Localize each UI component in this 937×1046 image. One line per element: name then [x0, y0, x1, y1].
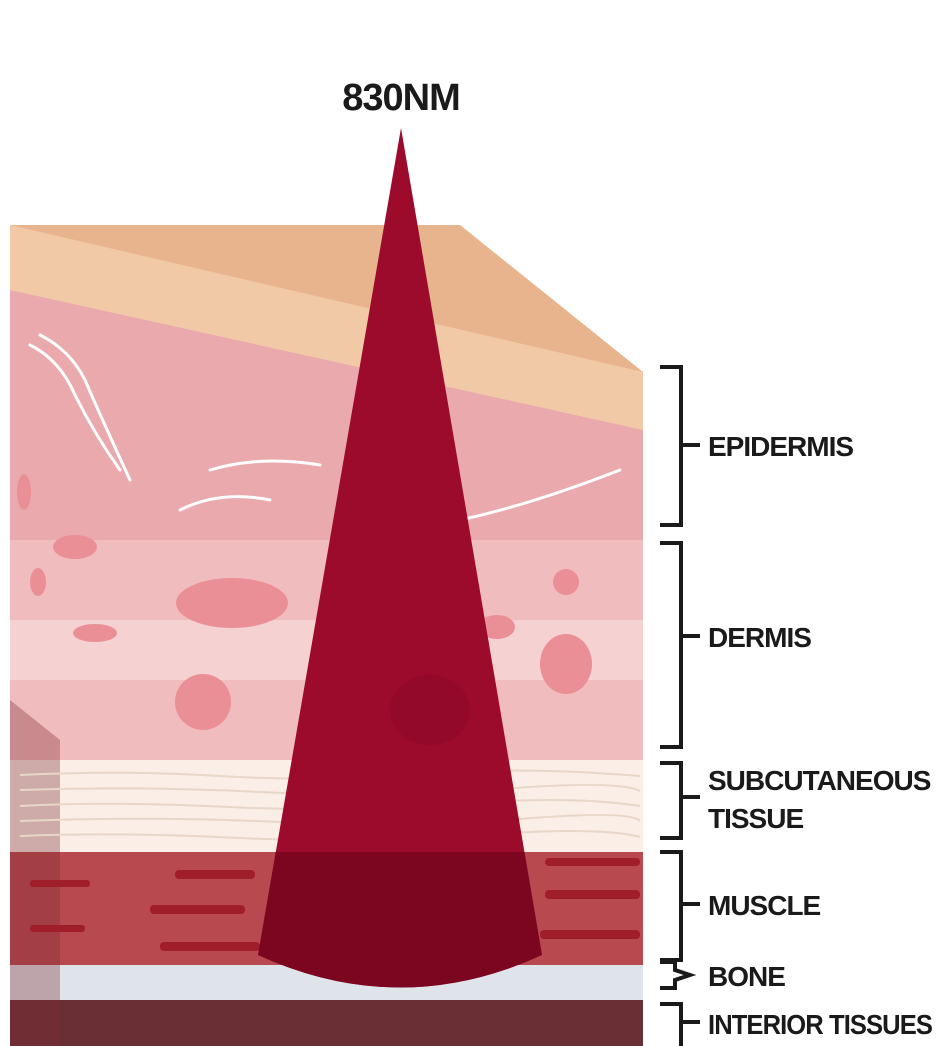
- label-epidermis: EPIDERMIS: [708, 431, 853, 462]
- bracket-subcutaneous: [660, 763, 700, 838]
- bracket-bone: [660, 962, 690, 988]
- layer-brackets: [660, 367, 700, 1046]
- label-subcutaneous-line1: SUBCUTANEOUS: [708, 765, 931, 796]
- label-subcutaneous-line2: TISSUE: [708, 803, 803, 834]
- layer-labels: EPIDERMIS DERMIS SUBCUTANEOUS TISSUE MUS…: [708, 431, 932, 1040]
- wavelength-label: 830NM: [342, 77, 460, 119]
- bracket-dermis: [660, 543, 700, 747]
- bracket-interior: [660, 1004, 700, 1046]
- bracket-muscle: [660, 852, 700, 960]
- block-left-side: [10, 700, 60, 1046]
- label-muscle: MUSCLE: [708, 890, 821, 921]
- label-dermis: DERMIS: [708, 622, 811, 653]
- interior-layer: [10, 1000, 643, 1046]
- bracket-epidermis: [660, 367, 700, 525]
- beam-inner-shade: [390, 675, 470, 745]
- label-interior: INTERIOR TISSUES: [708, 1009, 932, 1040]
- label-bone: BONE: [708, 961, 785, 992]
